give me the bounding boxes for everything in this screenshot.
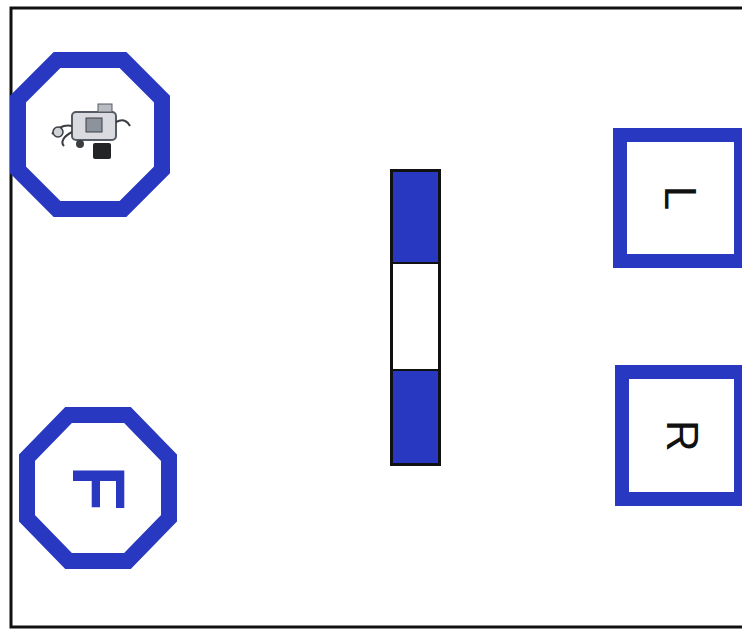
barrier-blue-bottom xyxy=(393,370,438,463)
right-target-square: R xyxy=(615,365,742,506)
barrier-divider xyxy=(393,369,438,371)
field-letter: R xyxy=(660,420,704,452)
left-target-square: L xyxy=(613,128,742,268)
start-octagon xyxy=(18,60,162,209)
finish-octagon: F xyxy=(18,406,178,570)
barrier-blue-top xyxy=(393,172,438,263)
center-barrier xyxy=(392,171,440,465)
barrier-divider xyxy=(393,262,438,264)
robot-icon xyxy=(52,104,130,159)
field-letter: F xyxy=(61,465,135,510)
field-letter: L xyxy=(658,186,702,210)
field-border xyxy=(11,8,742,627)
